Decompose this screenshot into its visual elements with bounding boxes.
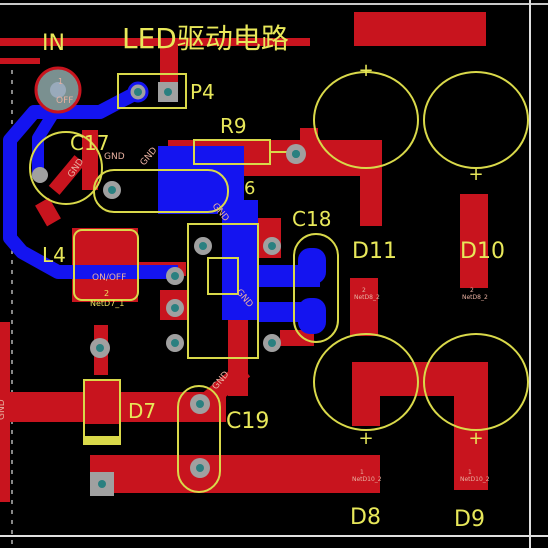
pads	[32, 66, 306, 496]
plus-mark: +	[468, 428, 483, 449]
bottom-copper-layer	[3, 85, 326, 334]
bottom-trace	[3, 85, 178, 279]
u6-inner	[207, 257, 239, 295]
plus-mark: +	[358, 60, 373, 81]
top-trace	[48, 155, 86, 195]
net-label-pin: 1	[468, 469, 472, 476]
top-trace	[35, 197, 61, 227]
net-label-d10: NetD10_2	[460, 476, 490, 483]
net-label-d7: NetD7_1	[90, 299, 124, 308]
label-c18: C18	[292, 207, 331, 231]
c17-pad[interactable]	[32, 167, 48, 183]
d9-led	[423, 333, 529, 431]
board-title: LED驱动电路	[122, 22, 289, 55]
plus-mark: +	[468, 164, 483, 185]
label-d7: D7	[128, 399, 156, 423]
c18-pad-bottom	[298, 298, 326, 334]
net-label-pin: 2	[470, 287, 474, 294]
c19-outline	[177, 385, 221, 493]
label-d8: D8	[350, 505, 381, 530]
label-p4: P4	[190, 80, 215, 104]
copper-pour	[354, 12, 486, 46]
plus-mark: +	[358, 428, 373, 449]
d7-cathode-band	[84, 436, 120, 444]
top-trace	[160, 40, 178, 92]
c18-outline	[293, 233, 339, 343]
bottom-pour	[222, 200, 258, 320]
label-l4: L4	[42, 243, 66, 267]
label-c17: C17	[70, 131, 109, 155]
net-label-gnd: GND	[139, 146, 160, 168]
l4-outline	[73, 229, 139, 301]
top-copper-layer	[0, 12, 488, 502]
in-connector-hole	[50, 82, 66, 98]
label-r9: R9	[220, 114, 247, 138]
d8-pad	[90, 455, 380, 493]
top-trace	[0, 38, 310, 46]
top-trace	[360, 140, 382, 226]
net-label-gnd: GND	[0, 399, 7, 420]
top-trace	[352, 362, 380, 426]
label-d11: D11	[352, 239, 397, 264]
top-trace	[0, 322, 10, 502]
label-in: IN	[42, 31, 65, 56]
c17-outline	[29, 131, 103, 205]
p4-outline	[117, 73, 187, 109]
d11-led-top	[313, 71, 419, 169]
label-d9: D9	[454, 507, 485, 532]
net-label-d10: NetD10_2	[352, 476, 382, 483]
net-label-d8: NetD8_2	[462, 294, 488, 301]
top-trace	[200, 362, 251, 409]
net-label-gnd: GND	[104, 152, 125, 162]
component-outline	[93, 169, 229, 213]
net-label-pin: 1	[58, 77, 63, 86]
top-trace	[300, 128, 318, 146]
top-trace	[280, 330, 314, 346]
d7-pad	[84, 380, 120, 424]
d11-pad	[350, 278, 378, 336]
net-label-pin: 2	[104, 289, 109, 298]
label-u6-partial: 6	[244, 178, 255, 199]
net-label-on-off: ON/OFF	[92, 273, 126, 283]
net-label-pin: 1	[360, 469, 364, 476]
d9-pad	[454, 362, 488, 490]
c18-pad-top	[298, 248, 326, 284]
net-label-off: OFF	[56, 96, 73, 106]
net-label-d8: NetD8_2	[354, 294, 380, 301]
top-trace	[0, 58, 40, 64]
d10-pad	[460, 194, 488, 288]
label-d10: D10	[460, 239, 505, 264]
label-c19: C19	[226, 409, 269, 434]
bottom-trace	[32, 102, 64, 178]
d8-led	[313, 333, 419, 431]
d10-led-top	[423, 71, 529, 169]
net-label-pin: 2	[362, 287, 366, 294]
silkscreen-layer	[29, 71, 529, 493]
u6-outline	[187, 223, 259, 359]
